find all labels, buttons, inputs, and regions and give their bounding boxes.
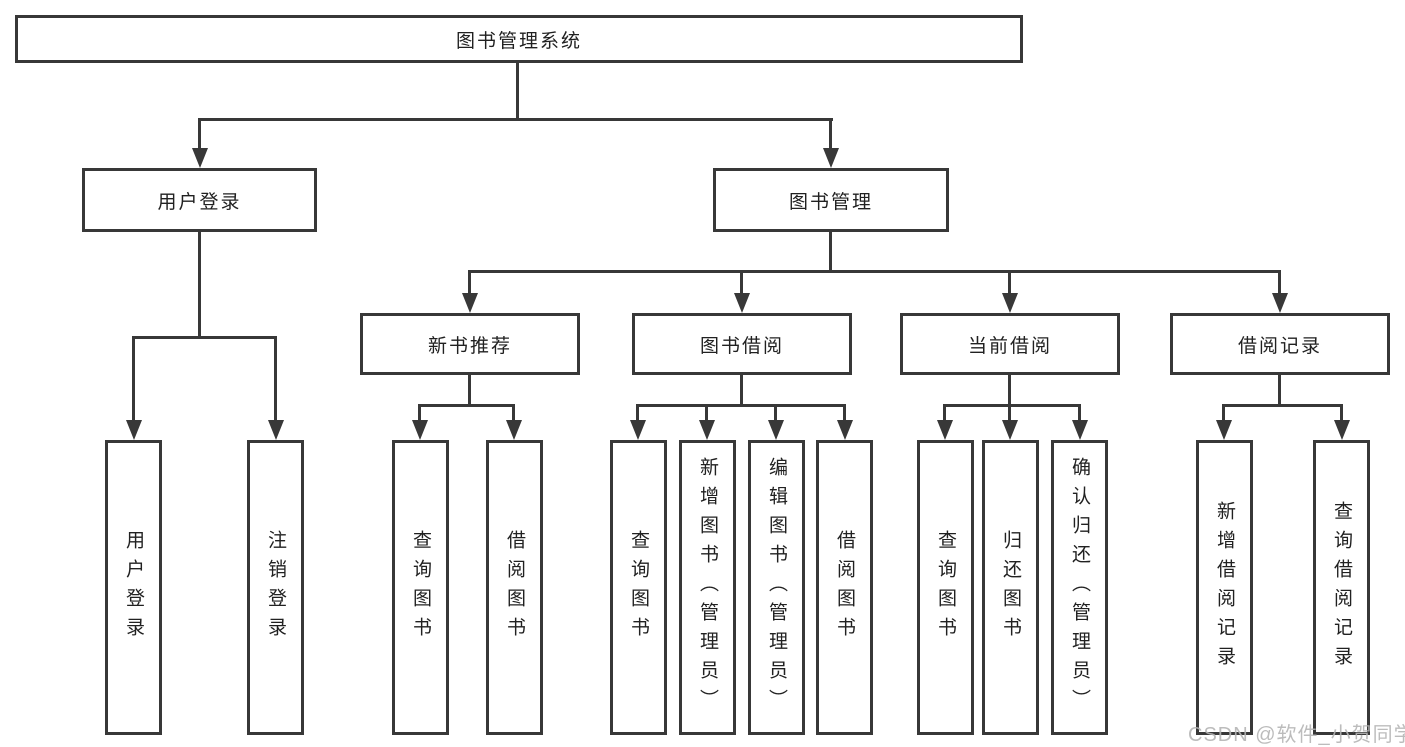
connector-hline (636, 404, 846, 407)
node-user-login: 用户登录 (82, 168, 317, 232)
node-new-book-recommend-label: 新书推荐 (427, 335, 512, 357)
node-book-borrow: 图书借阅 (632, 313, 852, 375)
connector-vline (468, 270, 471, 296)
connector-hline (468, 270, 1281, 273)
arrowhead-down-icon (268, 420, 284, 440)
leaf-label: 借阅图书 (504, 529, 525, 646)
leaf-label: 注销登录 (265, 529, 286, 646)
leaf-label: 确认归还（管理员） (1069, 457, 1090, 718)
leaf-add-books-admin: 新增图书（管理员） (679, 440, 736, 735)
leaf-label: 查询借阅记录 (1331, 500, 1352, 675)
arrowhead-down-icon (412, 420, 428, 440)
leaf-label: 查询图书 (935, 529, 956, 646)
leaf-label: 查询图书 (628, 529, 649, 646)
node-borrow-records: 借阅记录 (1170, 313, 1390, 375)
leaf-label: 新增图书（管理员） (697, 457, 718, 718)
arrowhead-down-icon (768, 420, 784, 440)
leaf-user-login: 用户登录 (105, 440, 162, 735)
arrowhead-down-icon (823, 148, 839, 168)
connector-vline (774, 404, 777, 424)
arrowhead-down-icon (1002, 293, 1018, 313)
arrowhead-down-icon (734, 293, 750, 313)
connector-vline (829, 118, 832, 152)
node-user-login-label: 用户登录 (157, 191, 242, 213)
connector-vline (829, 232, 832, 272)
connector-hline (198, 118, 833, 121)
node-book-management: 图书管理 (713, 168, 949, 232)
connector-vline (274, 336, 277, 424)
connector-vline (705, 404, 708, 424)
connector-vline (740, 375, 743, 406)
arrowhead-down-icon (462, 293, 478, 313)
connector-vline (418, 404, 421, 424)
arrowhead-down-icon (1272, 293, 1288, 313)
connector-vline (943, 404, 946, 424)
connector-vline (1078, 404, 1081, 424)
leaf-borrow-books-recommend: 借阅图书 (486, 440, 543, 735)
arrowhead-down-icon (699, 420, 715, 440)
watermark-text: CSDN @软件_小贺同学 (1188, 724, 1405, 746)
leaf-label: 编辑图书（管理员） (766, 457, 787, 718)
node-current-borrow: 当前借阅 (900, 313, 1120, 375)
leaf-label: 归还图书 (1000, 529, 1021, 646)
connector-vline (1222, 404, 1225, 424)
connector-vline (516, 63, 519, 120)
arrowhead-down-icon (630, 420, 646, 440)
connector-vline (198, 118, 201, 152)
connector-vline (1340, 404, 1343, 424)
arrowhead-down-icon (937, 420, 953, 440)
leaf-label: 用户登录 (123, 529, 144, 646)
connector-vline (740, 270, 743, 296)
leaf-label: 查询图书 (410, 529, 431, 646)
leaf-return-books: 归还图书 (982, 440, 1039, 735)
node-borrow-records-label: 借阅记录 (1237, 335, 1322, 357)
leaf-label: 新增借阅记录 (1214, 500, 1235, 675)
connector-vline (1008, 404, 1011, 424)
leaf-add-borrow-record: 新增借阅记录 (1196, 440, 1253, 735)
leaf-query-books-borrow: 查询图书 (610, 440, 667, 735)
connector-vline (468, 375, 471, 406)
connector-hline (943, 404, 1081, 407)
arrowhead-down-icon (837, 420, 853, 440)
connector-vline (132, 336, 135, 424)
connector-vline (512, 404, 515, 424)
arrowhead-down-icon (1072, 420, 1088, 440)
node-root: 图书管理系统 (15, 15, 1023, 63)
arrowhead-down-icon (506, 420, 522, 440)
connector-hline (418, 404, 515, 407)
connector-hline (1222, 404, 1343, 407)
connector-vline (1278, 375, 1281, 406)
connector-hline (132, 336, 277, 339)
node-book-management-label: 图书管理 (788, 191, 873, 213)
leaf-query-borrow-record: 查询借阅记录 (1313, 440, 1370, 735)
leaf-query-books-current: 查询图书 (917, 440, 974, 735)
leaf-confirm-return-admin: 确认归还（管理员） (1051, 440, 1108, 735)
leaf-edit-books-admin: 编辑图书（管理员） (748, 440, 805, 735)
node-root-label: 图书管理系统 (455, 30, 582, 52)
arrowhead-down-icon (1002, 420, 1018, 440)
node-new-book-recommend: 新书推荐 (360, 313, 580, 375)
arrowhead-down-icon (192, 148, 208, 168)
leaf-query-books-recommend: 查询图书 (392, 440, 449, 735)
leaf-borrow-books: 借阅图书 (816, 440, 873, 735)
arrowhead-down-icon (1334, 420, 1350, 440)
connector-vline (1278, 270, 1281, 296)
node-book-borrow-label: 图书借阅 (699, 335, 784, 357)
connector-vline (636, 404, 639, 424)
leaf-logout: 注销登录 (247, 440, 304, 735)
leaf-label: 借阅图书 (834, 529, 855, 646)
connector-vline (198, 232, 201, 338)
connector-vline (843, 404, 846, 424)
connector-vline (1008, 270, 1011, 296)
arrowhead-down-icon (126, 420, 142, 440)
node-current-borrow-label: 当前借阅 (967, 335, 1052, 357)
arrowhead-down-icon (1216, 420, 1232, 440)
connector-vline (1008, 375, 1011, 406)
